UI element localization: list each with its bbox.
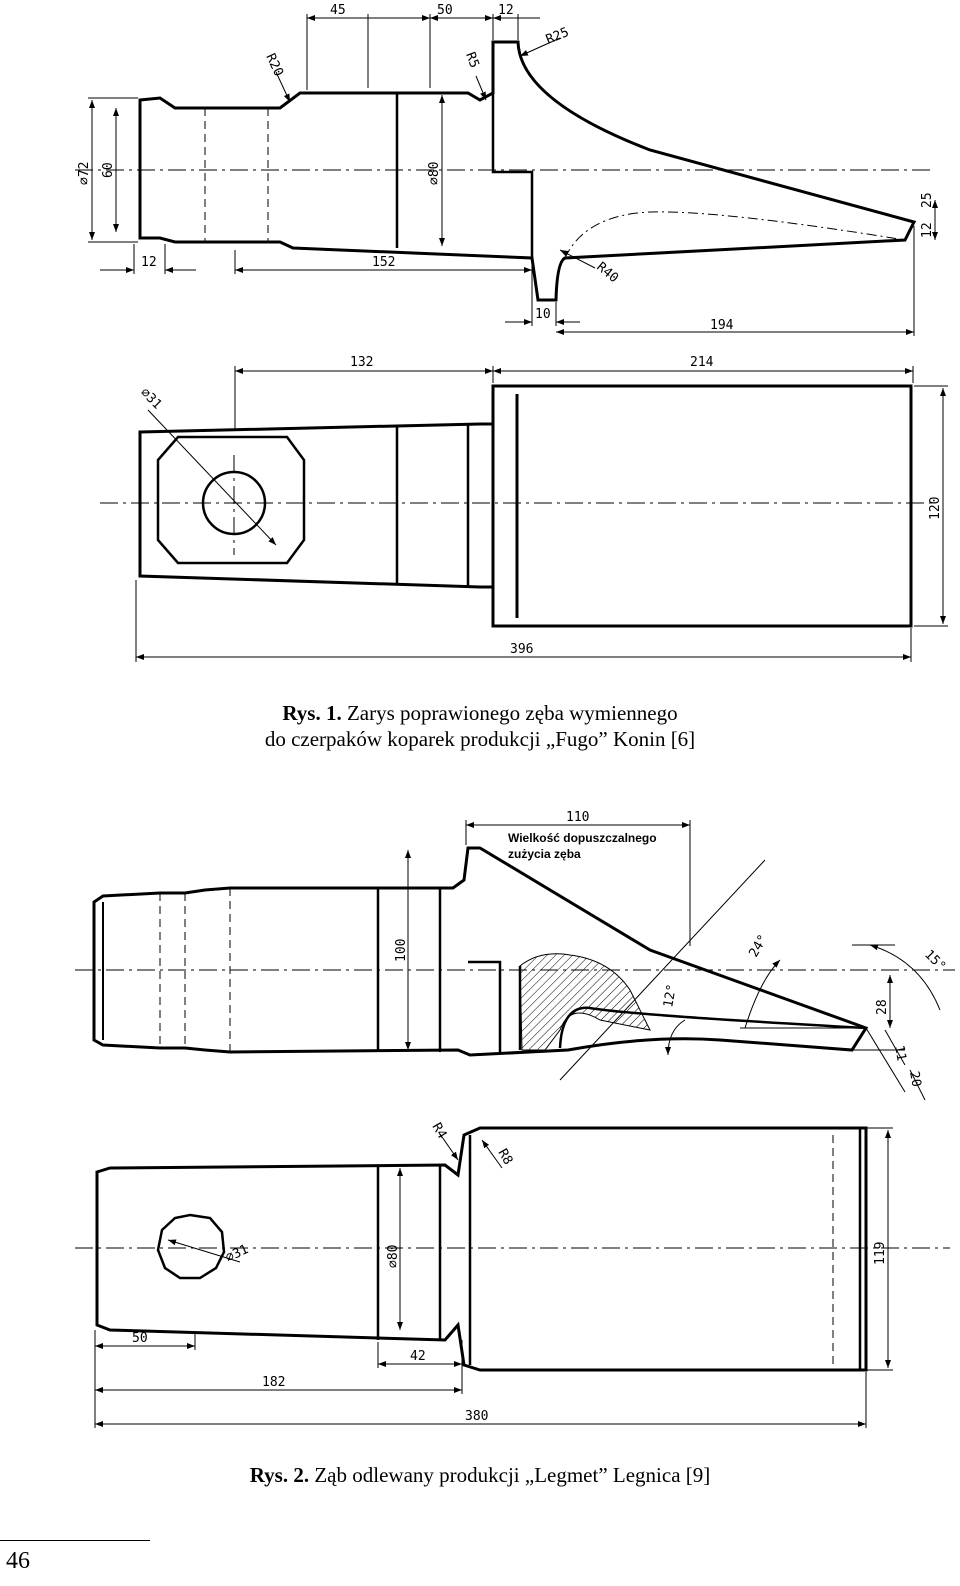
dim-100: 100 — [394, 939, 409, 962]
figure-1-drawing: 45 50 12 R25 R20 R5 ⌀72 60 ⌀80 25 12 12 … — [75, 3, 948, 662]
wear-line — [564, 211, 906, 259]
figure-1-label: Rys. 1. — [282, 701, 342, 725]
dim-45: 45 — [330, 3, 346, 18]
tooth-2-top-shank — [95, 1126, 868, 1372]
dim-r4: R4 — [429, 1121, 450, 1142]
dim-dia80: ⌀80 — [427, 162, 442, 185]
figure-1-caption: Rys. 1. Zarys poprawionego zęba wymienne… — [0, 700, 960, 752]
dim-25: 25 — [920, 192, 935, 208]
figure-1-caption-line1: Zarys poprawionego zęba wymiennego — [346, 701, 678, 725]
dim-42: 42 — [410, 1349, 426, 1364]
page-number: 46 — [6, 1548, 30, 1574]
eye-outline — [156, 435, 306, 565]
dim-r5: R5 — [462, 50, 481, 70]
dim-120: 120 — [928, 497, 943, 520]
dim-r40: R40 — [593, 260, 621, 287]
wear-zone — [519, 953, 651, 1051]
dim-132: 132 — [350, 355, 373, 370]
figure-2-label: Rys. 2. — [249, 1463, 310, 1487]
dim-dia31: ⌀31 — [137, 385, 164, 412]
dim-20: 20 — [906, 1070, 923, 1088]
dim-396: 396 — [510, 642, 533, 657]
figure-2-caption-text: Ząb odlewany produkcji „Legmet” Legnica … — [314, 1463, 711, 1487]
dim-194: 194 — [710, 318, 734, 333]
side-step — [491, 93, 534, 258]
wear-note-line1: Wielkość dopuszczalnego — [508, 831, 657, 845]
dim-182: 182 — [262, 1375, 285, 1390]
dim-214: 214 — [690, 355, 714, 370]
angle-12: 12° — [661, 983, 680, 1009]
wear-note-line2: zużycia zęba — [508, 847, 581, 861]
dim-dia72: ⌀72 — [77, 162, 92, 185]
angle-24: 24° — [746, 932, 771, 960]
dim-60: 60 — [101, 162, 116, 178]
figure-2-caption: Rys. 2. Ząb odlewany produkcji „Legmet” … — [0, 1462, 960, 1488]
dim-119: 119 — [873, 1242, 888, 1265]
dim-10: 10 — [535, 307, 551, 322]
dim-152: 152 — [372, 255, 395, 270]
dim-r8: R8 — [495, 1147, 516, 1168]
footer-rule — [0, 1540, 150, 1541]
figure-2-drawing: 110 Wielkość dopuszczalnego zużycia zęba… — [75, 810, 955, 1428]
dim-28: 28 — [875, 999, 890, 1015]
tooth-2-side-outline — [92, 846, 869, 1057]
dim-dia80-2: ⌀80 — [386, 1245, 401, 1268]
dim-r20: R20 — [262, 51, 286, 79]
dim-12-right: 12 — [920, 222, 935, 238]
dim-r25: R25 — [544, 25, 571, 48]
dim-110: 110 — [566, 810, 589, 825]
figure-1-caption-line2: do czerpaków koparek produkcji „Fugo” Ko… — [264, 727, 696, 751]
pin-hole-2 — [156, 1213, 226, 1280]
dim-50: 50 — [437, 3, 453, 18]
tooth-side-outline — [138, 40, 917, 302]
dim-11: 11 — [891, 1044, 908, 1062]
dim-dia31-2: ⌀31 — [223, 1242, 251, 1266]
dim-380: 380 — [465, 1409, 488, 1424]
dim-12-left: 12 — [141, 255, 157, 270]
dim-12-top: 12 — [498, 3, 514, 18]
tooth-top-blade — [491, 384, 913, 628]
dim-50: 50 — [132, 1331, 148, 1346]
